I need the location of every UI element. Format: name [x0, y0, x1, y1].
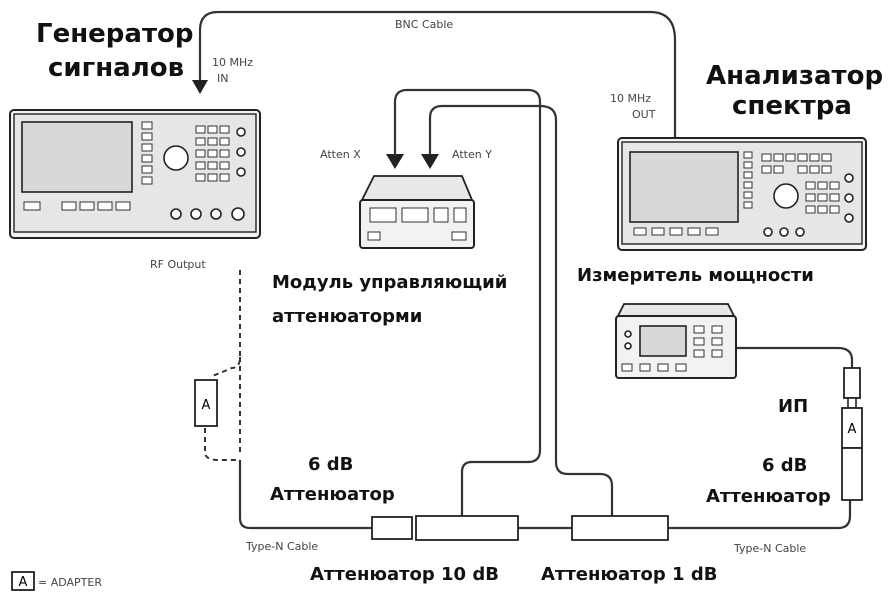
control-module-line1: Модуль управляющий — [272, 272, 507, 293]
type-n-cable-left-label: Type-N Cable — [245, 540, 318, 553]
control-module-line2: аттенюаторми — [272, 306, 422, 327]
power-meter-cable — [735, 346, 854, 368]
rf-output-cable — [209, 270, 241, 455]
gen-10mhz-line2: IN — [217, 72, 228, 85]
bnc-cable — [198, 10, 677, 140]
ip-label: ИП — [778, 396, 808, 417]
generator-title-line1: Генератор — [36, 19, 194, 49]
atten-x-arrow-icon — [386, 154, 404, 169]
attenuator-control-module-icon — [359, 175, 475, 249]
an-10mhz-line2: OUT — [632, 108, 656, 121]
analyzer-title-line2: спектра — [732, 91, 852, 121]
power-meter-title: Измеритель мощности — [577, 265, 814, 286]
right-atten-value: 6 dB — [762, 455, 807, 476]
adapter-box-left — [194, 379, 218, 427]
atten-y-arrow-icon — [421, 154, 439, 169]
analyzer-title-line1: Анализатор — [706, 61, 883, 91]
type-n-cable-right-label: Type-N Cable — [733, 542, 806, 555]
an-10mhz-line1: 10 MHz — [610, 92, 651, 105]
rf-output-label: RF Output — [150, 258, 206, 271]
gen-10mhz-line1: 10 MHz — [212, 56, 253, 69]
power-sensor-icon — [843, 367, 861, 409]
atten-y-label: Atten Y — [452, 148, 492, 161]
power-meter-icon — [615, 303, 737, 379]
bnc-cable-label: BNC Cable — [395, 18, 453, 31]
atten-10db-label: Аттенюатор 10 dB — [310, 564, 499, 585]
left-atten-word: Аттенюатор — [270, 484, 395, 505]
atten-y-cable — [428, 104, 614, 518]
attenuator-10db-icon — [415, 515, 519, 541]
bnc-arrow-icon — [192, 80, 208, 94]
atten-1db-label: Аттенюатор 1 dB — [541, 564, 717, 585]
adapter-letter-left: A — [202, 398, 211, 413]
adapter-legend-text: = ADAPTER — [38, 576, 102, 589]
attenuator-1db-icon — [571, 515, 669, 541]
spectrum-analyzer-icon — [617, 137, 867, 251]
type-n-cable-left — [238, 460, 372, 530]
right-atten-word: Аттенюатор — [706, 486, 831, 507]
adapter-letter-right: A — [848, 422, 857, 437]
type-n-cable-right — [668, 498, 852, 530]
left-atten-value: 6 dB — [308, 454, 353, 475]
atten-x-cable — [393, 88, 542, 518]
adapter-legend-letter: A — [19, 575, 28, 590]
atten-x-label: Atten X — [320, 148, 361, 161]
attenuator-6db-right-icon — [841, 447, 863, 501]
generator-title-line2: сигналов — [48, 53, 184, 83]
signal-generator-icon — [9, 109, 261, 239]
attenuator-6db-left-icon — [371, 516, 413, 540]
adapter-legend-box — [11, 571, 35, 591]
